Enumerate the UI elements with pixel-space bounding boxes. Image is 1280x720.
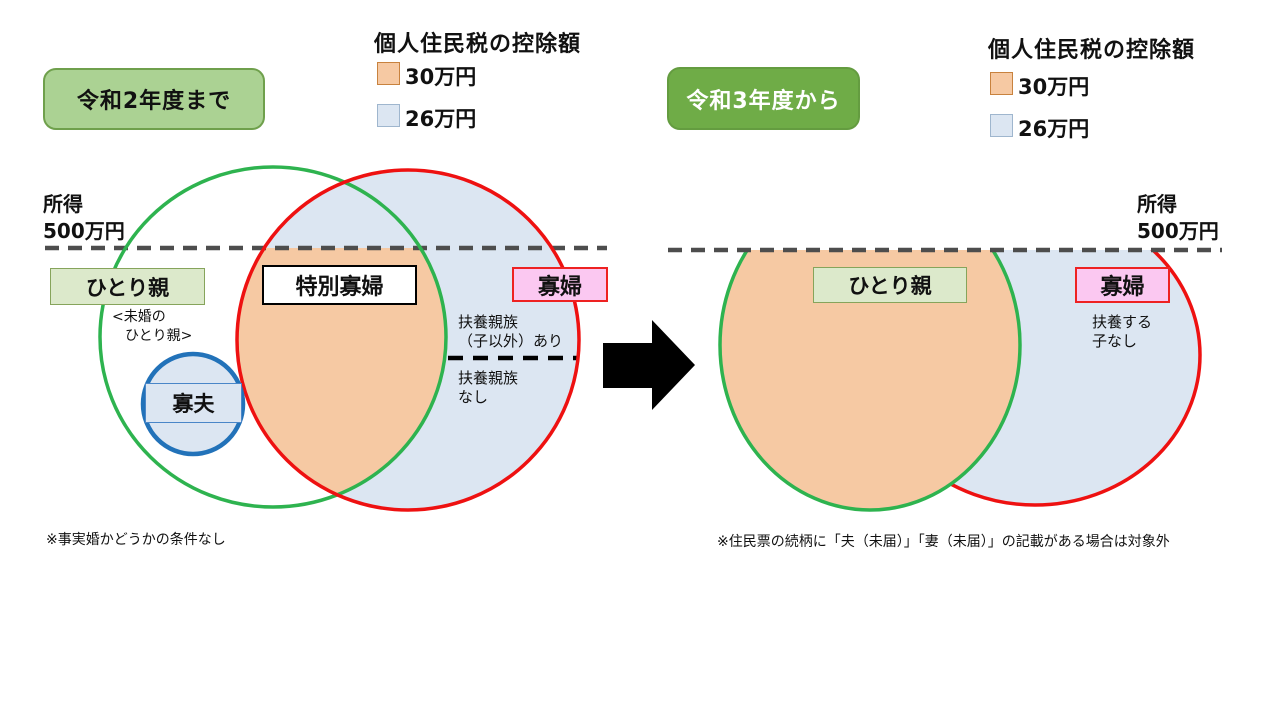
- label-single-parent-right: ひとり親: [813, 267, 967, 303]
- right-arrow-icon: [603, 320, 695, 410]
- period-right-label: 令和3年度から: [686, 88, 841, 114]
- legend-left-label-30: 30万円: [405, 65, 477, 89]
- legend-left-swatch-26-icon: [377, 104, 400, 127]
- legend-right-label-26: 26万円: [1018, 117, 1090, 141]
- income-label-right: 所得 500万円: [1137, 192, 1219, 243]
- legend-left-label-26: 26万円: [405, 107, 477, 131]
- legend-right-title: 個人住民税の控除額: [988, 38, 1196, 63]
- label-special-widow: 特別寡婦: [262, 265, 417, 305]
- right-single-parent-circle: [718, 250, 1022, 512]
- legend-right-label-30: 30万円: [1018, 75, 1090, 99]
- left-single-parent-circle: [98, 165, 448, 509]
- label-no-dependent-child: 扶養する 子なし: [1092, 313, 1153, 350]
- left-intersection-group: [237, 248, 446, 507]
- label-no-dependents: 扶養親族 なし: [458, 369, 519, 406]
- period-left-label: 令和2年度まで: [76, 89, 232, 114]
- label-single-parent-left: ひとり親: [50, 268, 205, 305]
- label-unmarried-single-parent: <未婚の ひとり親>: [112, 309, 193, 344]
- right-circles-group: [718, 250, 1202, 512]
- period-left-box: 令和2年度まで: [43, 68, 265, 130]
- income-label-left: 所得 500万円: [43, 192, 125, 243]
- note-right: ※住民票の続柄に「夫（未届）」「妻（未届）」の記載がある場合は対象外: [717, 534, 1170, 550]
- label-widow-right: 寡婦: [1075, 267, 1170, 303]
- legend-right-swatch-30-icon: [990, 72, 1013, 95]
- left-widow-circle: [235, 168, 581, 512]
- period-right-box: 令和3年度から: [667, 67, 860, 130]
- legend-right-swatch-26-icon: [990, 114, 1013, 137]
- legend-left-swatch-30-icon: [377, 62, 400, 85]
- label-widow-left: 寡婦: [512, 267, 608, 302]
- label-dependents-non-child: 扶養親族 （子以外）あり: [458, 313, 564, 350]
- label-widower: 寡夫: [145, 383, 242, 423]
- note-left: ※事実婚かどうかの条件なし: [46, 532, 226, 548]
- left-special-widow-intersection-fill: [237, 248, 446, 507]
- legend-left-title: 個人住民税の控除額: [374, 32, 582, 57]
